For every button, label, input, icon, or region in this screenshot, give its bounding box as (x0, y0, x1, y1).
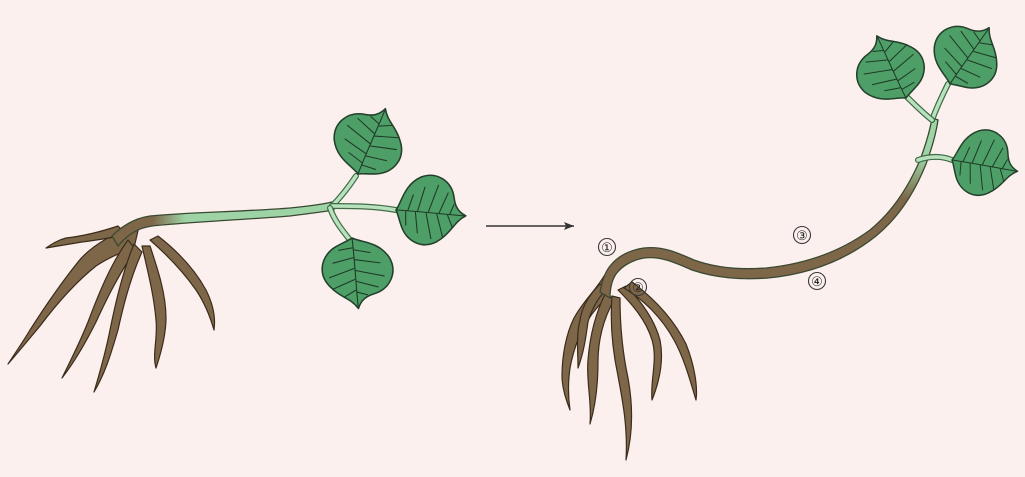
grown-plant-leaf-left (842, 22, 935, 115)
label-3-text: ③ (796, 229, 808, 244)
label-3: ③ (794, 227, 811, 245)
label-2: ② (630, 279, 647, 297)
young-plant-stem (112, 202, 334, 246)
grown-plant-leaf-right (949, 127, 1021, 198)
label-1: ① (599, 239, 616, 257)
grown-plant-stem (600, 118, 938, 298)
label-4-text: ④ (811, 275, 823, 290)
young-plant-leaf-right (396, 175, 466, 244)
young-plant-leaf-top (325, 96, 413, 185)
label-2-text: ② (632, 281, 644, 296)
young-plant-roots (8, 222, 215, 392)
label-1-text: ① (601, 241, 613, 256)
grown-plant-roots (562, 276, 697, 460)
grown-plant: ① ② ③ ④ (562, 8, 1021, 460)
young-plant-leaf-bottom (317, 232, 398, 314)
young-plant (8, 96, 466, 392)
growth-arrow (486, 222, 574, 230)
grown-plant-leaf-top (921, 8, 1014, 101)
label-4: ④ (809, 273, 826, 291)
